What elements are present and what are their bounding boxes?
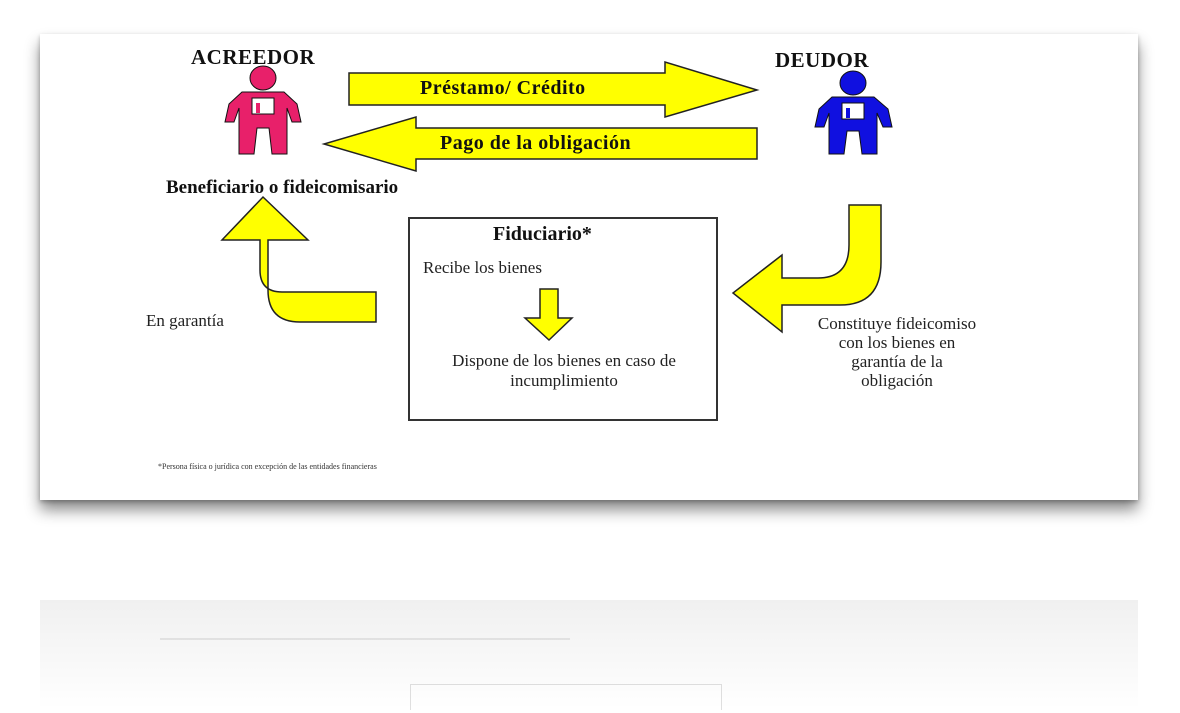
guarantee-label: En garantía xyxy=(146,311,224,330)
constitutes-label: Constituye fideicomiso con los bienes en… xyxy=(817,314,977,390)
debtor-person-icon xyxy=(814,70,893,155)
trustee-title: Fiduciario* xyxy=(493,223,592,245)
footnote: *Persona física o jurídica con excepción… xyxy=(158,462,377,471)
card-reflection xyxy=(40,600,1138,710)
creditor-person-icon xyxy=(224,65,302,155)
loan-arrow-label: Préstamo/ Crédito xyxy=(420,77,586,99)
trustee-down-arrow xyxy=(523,288,574,342)
diagram-card xyxy=(40,34,1138,500)
payment-arrow xyxy=(321,115,758,173)
debtor-label: DEUDOR xyxy=(775,48,870,72)
disposes-text: Dispone de los bienes en caso de incumpl… xyxy=(452,351,676,390)
receives-text: Recibe los bienes xyxy=(423,258,542,277)
creditor-label: ACREEDOR xyxy=(191,45,316,69)
loan-arrow xyxy=(348,60,760,119)
reflection-line xyxy=(160,638,570,640)
guarantee-arrow xyxy=(220,195,377,323)
trustee-box xyxy=(408,217,718,421)
beneficiary-label: Beneficiario o fideicomisario xyxy=(166,177,399,198)
payment-arrow-label: Pago de la obligación xyxy=(440,132,632,154)
reflection-box xyxy=(410,684,722,710)
constitutes-arrow xyxy=(731,204,882,334)
